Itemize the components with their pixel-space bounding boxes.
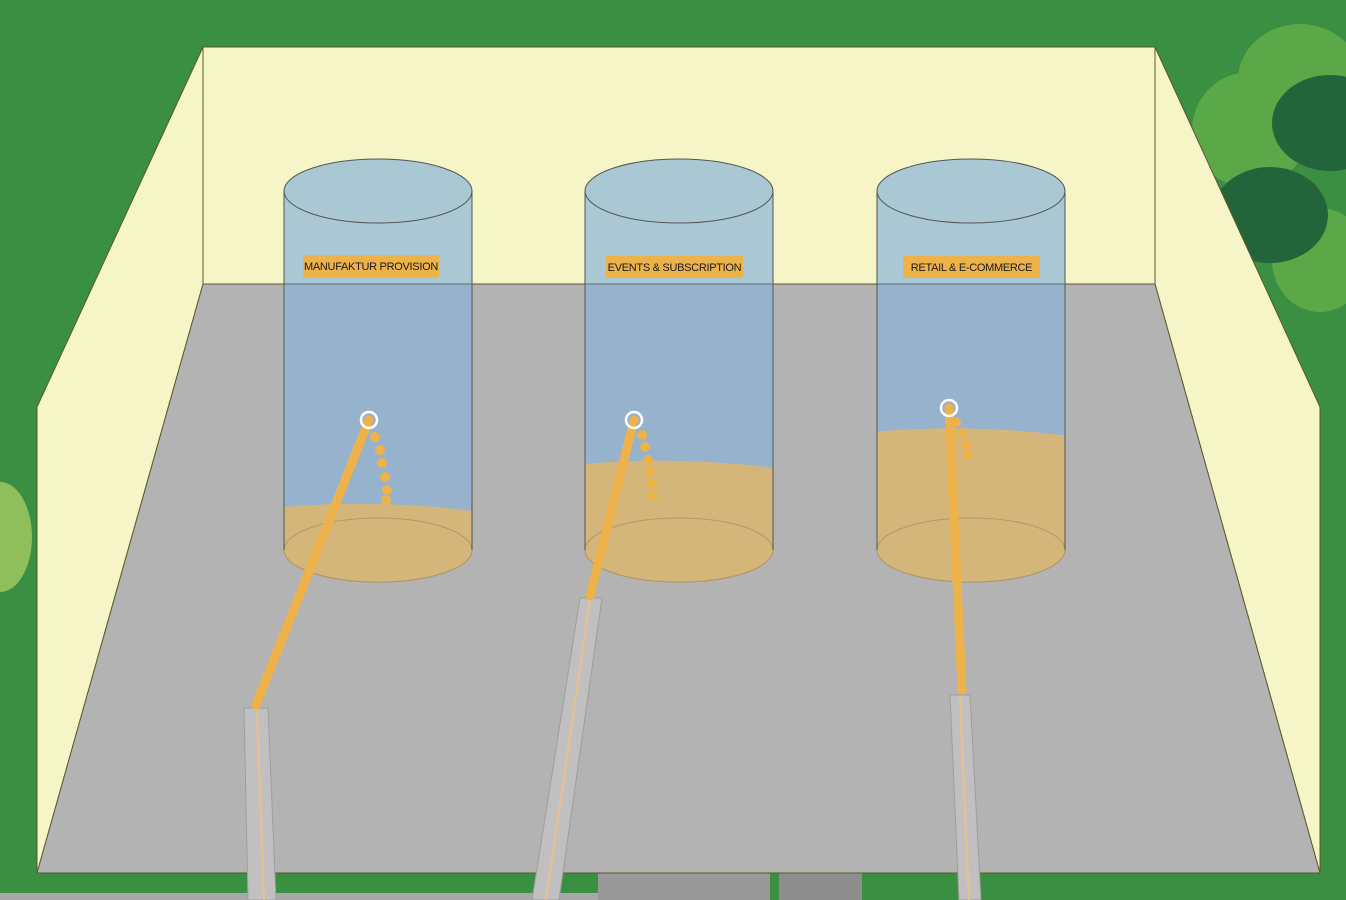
tank-label-bg bbox=[303, 255, 439, 277]
road-strip bbox=[779, 872, 862, 900]
grain-particle bbox=[370, 432, 380, 442]
feed-pipe bbox=[944, 403, 967, 695]
valve-ring bbox=[359, 410, 379, 430]
tank: EVENTS & SUBSCRIPTION bbox=[584, 158, 774, 601]
valve-ring bbox=[939, 398, 959, 418]
tank-fill bbox=[585, 460, 773, 582]
tank-label: MANUFAKTUR PROVISION bbox=[304, 261, 438, 273]
feed-pipe bbox=[251, 415, 374, 710]
grain-particle bbox=[382, 485, 392, 495]
valve-ring bbox=[624, 410, 644, 430]
tank-top-ellipse bbox=[584, 158, 774, 224]
tank-top-ellipse bbox=[283, 158, 473, 224]
grain-particle bbox=[951, 417, 961, 427]
road bbox=[0, 872, 862, 900]
tank-label: RETAIL & E-COMMERCE bbox=[911, 262, 1032, 274]
tube-inner-line bbox=[545, 599, 591, 900]
grain-particle bbox=[648, 491, 658, 501]
tubes bbox=[243, 597, 982, 900]
grain-particle bbox=[380, 472, 390, 482]
tank-top-ellipse bbox=[876, 158, 1066, 224]
tank-label-bg bbox=[606, 256, 743, 278]
tank-fill bbox=[877, 428, 1065, 582]
tank-label-bg bbox=[903, 256, 1040, 278]
grain-particle bbox=[961, 439, 971, 449]
grain-particle bbox=[637, 430, 647, 440]
road-strip bbox=[598, 872, 770, 900]
feed-pipe bbox=[585, 415, 639, 601]
tree-cluster bbox=[1192, 24, 1346, 312]
tank-label: EVENTS & SUBSCRIPTION bbox=[608, 262, 742, 274]
tree-canopy bbox=[1272, 75, 1346, 171]
tank: MANUFAKTUR PROVISION bbox=[251, 158, 473, 710]
tube-inner-line bbox=[256, 709, 265, 900]
grain-particle bbox=[640, 442, 650, 452]
road-strip bbox=[0, 893, 598, 900]
grain-particle bbox=[375, 445, 385, 455]
tanks: MANUFAKTUR PROVISION EVENTS & SUBSCRIPTIO… bbox=[251, 158, 1066, 710]
tube-inner-line bbox=[959, 696, 970, 900]
grain-particle bbox=[963, 450, 973, 460]
feed-tube bbox=[949, 694, 982, 900]
grain-particle bbox=[645, 467, 655, 477]
feed-tube bbox=[531, 597, 603, 900]
bush bbox=[0, 482, 32, 592]
grain-particle bbox=[381, 495, 391, 505]
tank: RETAIL & E-COMMERCE bbox=[876, 158, 1066, 695]
grain-particle bbox=[643, 455, 653, 465]
grain-particle bbox=[647, 479, 657, 489]
grain-particle bbox=[957, 428, 967, 438]
grain-particle bbox=[377, 458, 387, 468]
